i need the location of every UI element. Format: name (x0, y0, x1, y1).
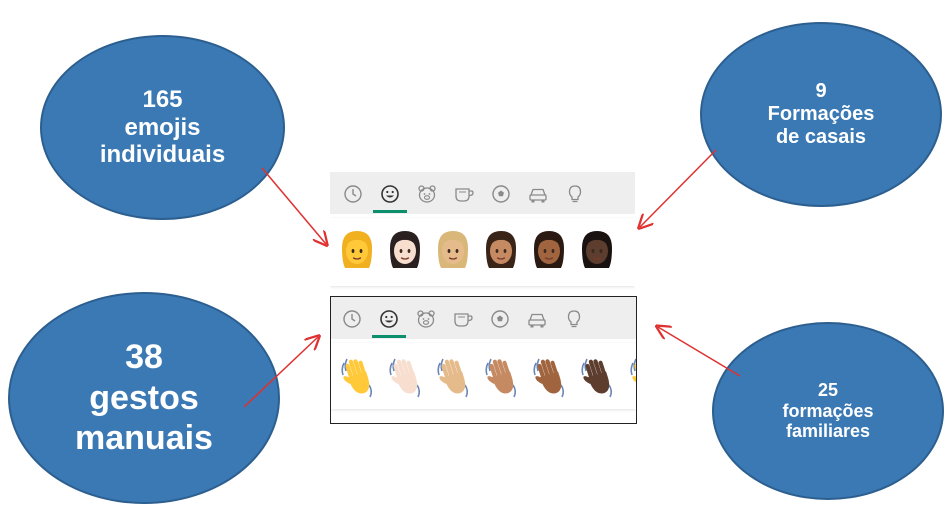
emoji-skin-tone-row (330, 218, 635, 286)
waving-hand-medium-emoji[interactable] (483, 353, 521, 399)
waving-hand-medium-dark-emoji[interactable] (531, 353, 569, 399)
emoji-picker-waving-hands (330, 296, 637, 424)
emoji-category-tabbar (331, 297, 636, 339)
oval-line: gestos (89, 378, 199, 417)
oval-line: de casais (775, 126, 867, 148)
clock-icon[interactable] (341, 308, 363, 330)
waving-hand-light-emoji[interactable] (387, 353, 425, 399)
oval-line: emojis (124, 113, 201, 141)
oval-family-formations: 25 formações familiares (712, 322, 944, 500)
bear-icon[interactable] (416, 183, 438, 205)
woman-medium-light-blond-emoji[interactable] (434, 228, 472, 274)
arrow-to-top-panel-right (640, 149, 717, 227)
oval-line: 38 (125, 337, 163, 376)
car-icon[interactable] (527, 183, 549, 205)
oval-line: individuais (99, 141, 226, 169)
arrow-to-top-panel-left (261, 167, 326, 244)
waving-hand-yellow-emoji[interactable] (339, 353, 377, 399)
oval-hand-gestures: 38 gestos manuais (8, 292, 280, 504)
ball-icon[interactable] (489, 308, 511, 330)
waving-hand-dark-emoji[interactable] (579, 353, 617, 399)
car-icon[interactable] (526, 308, 548, 330)
bulb-icon[interactable] (564, 183, 586, 205)
oval-line: familiares (785, 421, 871, 442)
active-tab-indicator (372, 335, 406, 338)
oval-couple-formations: 9 Formações de casais (700, 22, 942, 207)
smiley-icon[interactable] (378, 308, 400, 330)
smiley-icon[interactable] (379, 183, 401, 205)
woman-blond-yellow-emoji[interactable] (338, 228, 376, 274)
partial-waving-hand-emoji[interactable] (628, 353, 636, 399)
oval-line: Formações (767, 103, 875, 125)
oval-line: 25 (817, 379, 839, 400)
cup-icon[interactable] (453, 183, 475, 205)
emoji-picker-women (330, 172, 635, 292)
oval-line: manuais (75, 419, 213, 458)
active-tab-indicator (373, 210, 407, 213)
woman-dark-emoji[interactable] (578, 228, 616, 274)
waving-hand-medium-light-emoji[interactable] (435, 353, 473, 399)
woman-light-emoji[interactable] (386, 228, 424, 274)
oval-individual-emojis: 165 emojis individuais (40, 35, 285, 220)
emoji-skin-tone-row (331, 343, 636, 409)
emoji-category-tabbar (330, 172, 635, 214)
cup-icon[interactable] (452, 308, 474, 330)
oval-line: 165 (142, 86, 183, 114)
woman-medium-dark-emoji[interactable] (530, 228, 568, 274)
oval-line: 9 (815, 80, 827, 102)
bear-icon[interactable] (415, 308, 437, 330)
oval-line: formações (782, 400, 874, 421)
woman-medium-emoji[interactable] (482, 228, 520, 274)
bulb-icon[interactable] (563, 308, 585, 330)
ball-icon[interactable] (490, 183, 512, 205)
clock-icon[interactable] (342, 183, 364, 205)
